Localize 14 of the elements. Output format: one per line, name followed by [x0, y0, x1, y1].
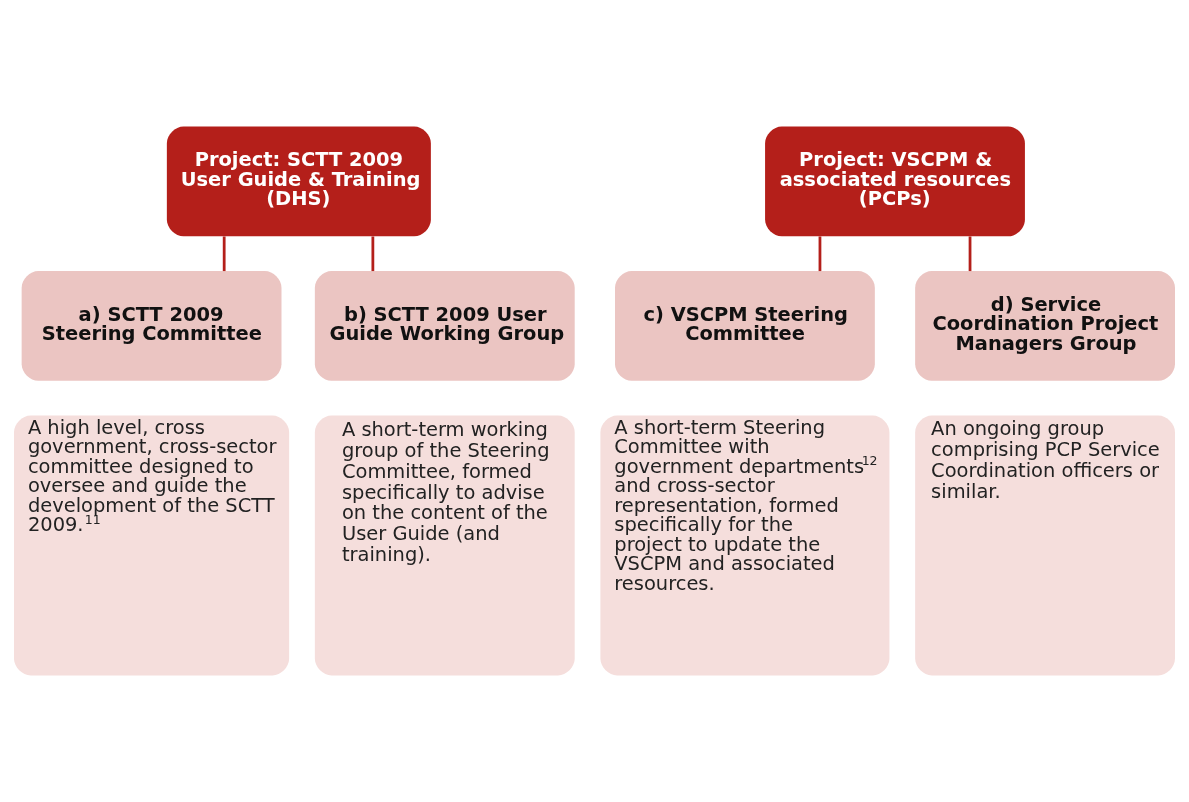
connector — [222, 236, 226, 272]
node-box: An ongoing group comprising PCP Service Coordination officers or similar. — [915, 415, 1175, 676]
node-box: a) SCTT 2009 Steering Committee — [21, 271, 282, 381]
connector — [968, 236, 972, 272]
node-box: d) Service Coordination Project Managers Group — [915, 271, 1175, 381]
node-box: A short-term working group of the Steering Committee, formed specifically to advise on the content of the User Guide (and training). — [314, 415, 575, 676]
node-box: A short-term Steering Committee with government departments$^{12}$ and cross-sector representation, formed specifically for the project to update the VSCPM and associated resources. — [600, 415, 890, 676]
connector — [371, 236, 375, 272]
node-box: Project: VSCPM & associated resources (PCPs) — [765, 126, 1025, 237]
node-box: b) SCTT 2009 User Guide Working Group — [314, 271, 575, 381]
node-box: Project: SCTT 2009 User Guide & Training (DHS) — [166, 126, 431, 237]
node-box: A high level, cross government, cross-sector committee designed to oversee and guide the development of the SCTT 2009.$^{11}$ — [14, 415, 290, 676]
connector — [818, 236, 822, 272]
node-box: c) VSCPM Steering Committee — [615, 271, 875, 381]
